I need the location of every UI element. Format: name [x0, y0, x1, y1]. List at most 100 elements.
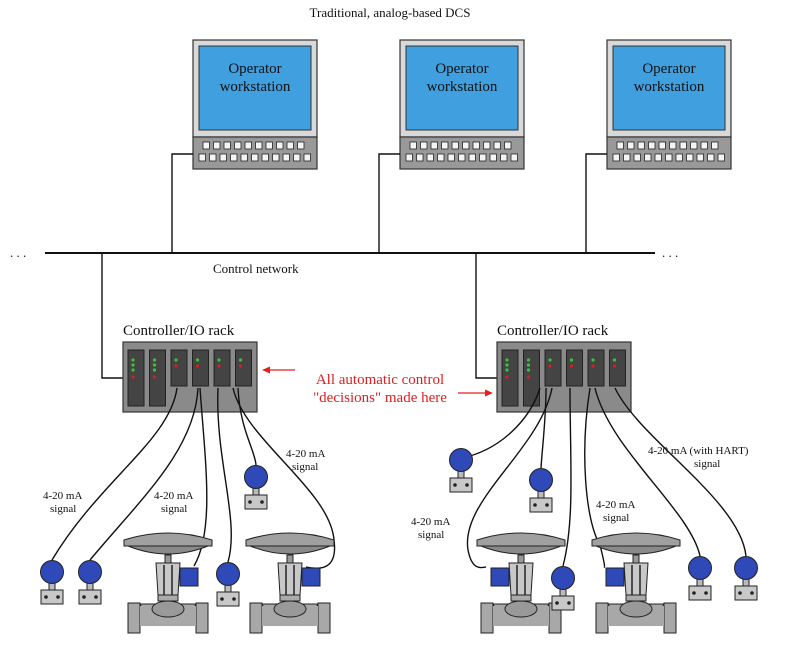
key — [627, 141, 635, 150]
arrowhead-left-icon — [262, 366, 270, 374]
key — [286, 141, 294, 150]
key — [430, 141, 438, 150]
status-led-green — [526, 358, 531, 362]
pressure-transmitter — [688, 556, 712, 601]
pressure-transmitter — [216, 562, 240, 607]
signal-wire — [89, 387, 199, 561]
workstation-label-line1: Operator — [228, 61, 281, 77]
valve-yoke — [155, 562, 181, 596]
io-card — [170, 349, 188, 387]
monitor-screen — [612, 45, 726, 131]
signal-wire — [466, 387, 553, 569]
key — [230, 153, 238, 162]
transmitter-head-icon — [529, 468, 553, 492]
key — [202, 141, 210, 150]
signal-label-line1: 4-20 mA — [411, 516, 450, 528]
valve-yoke — [277, 562, 303, 596]
status-led-green — [131, 368, 135, 372]
rack-chassis — [122, 341, 258, 413]
key — [282, 153, 290, 162]
control-valve — [123, 532, 213, 634]
status-led-green — [505, 358, 509, 362]
key — [234, 141, 242, 150]
pressure-transmitter — [551, 566, 575, 611]
key — [261, 153, 269, 162]
transmitter-body — [244, 494, 268, 510]
signal-wire — [461, 387, 541, 459]
valve-yoke — [623, 562, 649, 596]
operator-workstation-1: Operator workstation — [192, 39, 318, 170]
signal-label-line1: 4-20 mA — [154, 490, 193, 502]
key — [654, 153, 662, 162]
field-devices — [40, 448, 758, 634]
status-led-green — [195, 358, 200, 362]
key — [686, 153, 694, 162]
signal-label-line2: signal — [292, 461, 318, 473]
status-led-green — [152, 358, 157, 362]
key — [462, 141, 470, 150]
workstation-label-line2: workstation — [634, 79, 705, 95]
operator-workstation-3: Operator workstation — [606, 39, 732, 170]
key — [644, 153, 652, 162]
signal-wire — [237, 387, 257, 466]
rack-cards — [127, 349, 252, 407]
signal-label-line2: signal — [418, 529, 444, 541]
key — [416, 153, 424, 162]
signal-wire — [594, 387, 701, 557]
status-led-green — [217, 358, 221, 362]
status-led-green — [526, 363, 531, 367]
signal-label-line1: 4-20 mA — [286, 448, 325, 460]
status-led-green — [238, 358, 243, 362]
key — [690, 141, 698, 150]
transmitter-body — [529, 497, 553, 513]
status-led-red — [238, 364, 243, 368]
key — [244, 141, 252, 150]
io-card — [609, 349, 626, 387]
keyboard-keys — [405, 141, 518, 162]
signal-wire — [540, 387, 547, 469]
io-card — [587, 349, 605, 387]
status-led-green — [152, 363, 157, 367]
control-network-label: Control network — [213, 261, 299, 276]
key — [700, 141, 708, 150]
key — [489, 153, 497, 162]
key — [658, 141, 666, 150]
actuator-diaphragm-icon — [245, 532, 335, 547]
key — [696, 153, 704, 162]
status-led-red — [152, 375, 157, 379]
key — [451, 141, 459, 150]
io-card — [544, 349, 562, 387]
control-valve — [476, 532, 566, 634]
key — [405, 153, 413, 162]
workstation-label-line1: Operator — [642, 61, 695, 77]
pressure-transmitter — [734, 556, 758, 601]
key — [669, 141, 677, 150]
key — [504, 141, 512, 150]
status-led-green — [131, 363, 135, 367]
transmitter-head-icon — [216, 562, 240, 586]
pressure-transmitter — [529, 468, 553, 513]
io-card — [566, 349, 583, 387]
transmitter-head-icon — [244, 465, 268, 489]
signal-wire — [584, 387, 606, 568]
key — [223, 141, 231, 150]
key — [213, 141, 221, 150]
workstation-label-line2: workstation — [427, 79, 498, 95]
rack-1-network-link — [101, 253, 123, 379]
status-led-green — [174, 358, 178, 362]
keyboard-keys — [612, 141, 725, 162]
pressure-transmitter — [40, 560, 64, 605]
control-decisions-annotation: All automatic control "decisions" made h… — [262, 366, 493, 406]
transmitter-body — [449, 477, 473, 493]
key — [426, 153, 434, 162]
key — [717, 153, 725, 162]
signal-wire — [51, 387, 178, 561]
network-ellipsis-right: . . . — [662, 245, 678, 260]
valve-yoke — [508, 562, 534, 596]
status-led-green — [569, 358, 574, 362]
status-led-green — [505, 368, 509, 372]
transmitter-head-icon — [449, 448, 473, 472]
key — [303, 153, 311, 162]
key — [637, 141, 645, 150]
